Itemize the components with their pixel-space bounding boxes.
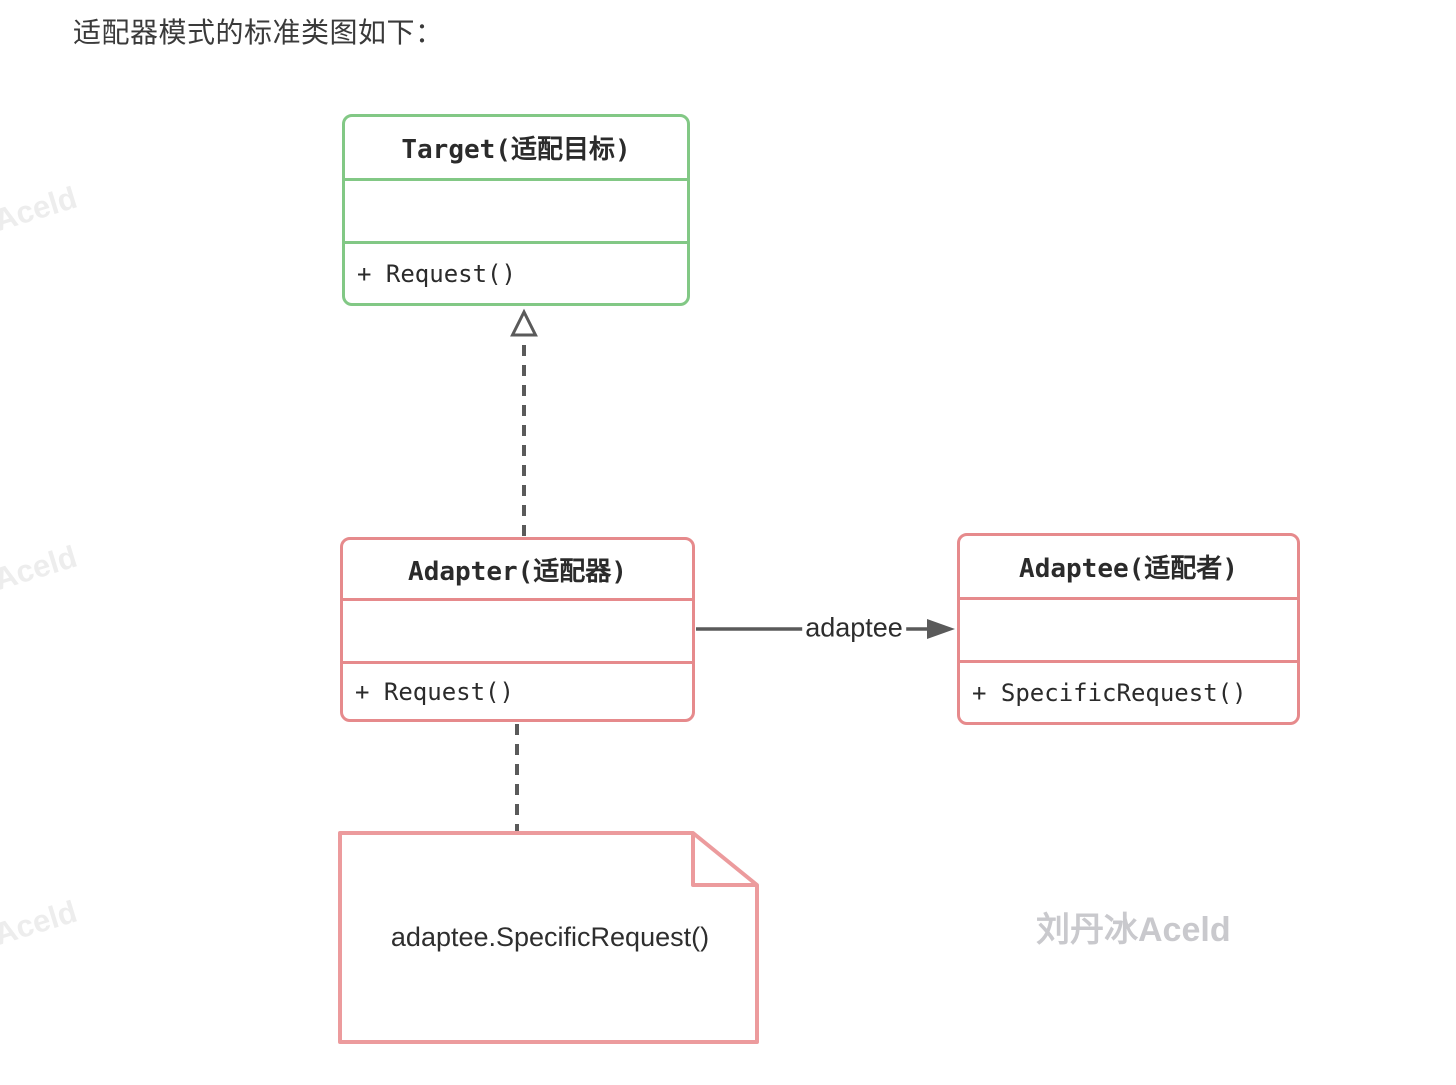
watermark-faint-bottom: 冰Aceld [0, 893, 81, 961]
class-target-method: + Request() [357, 259, 516, 288]
class-target-name: Target(适配目标) [401, 135, 631, 165]
association-arrowhead-icon [927, 619, 955, 639]
page-title: 适配器模式的标准类图如下： [73, 17, 444, 48]
class-adapter-name: Adapter(适配器) [408, 556, 627, 587]
watermark-faint-top: 冰Aceld [0, 179, 81, 247]
class-target: Target(适配目标) + Request() [342, 114, 690, 306]
class-adapter-method: + Request() [355, 677, 514, 706]
realization-hollow-arrowhead-icon [510, 308, 538, 337]
note-text: adaptee.SpecificRequest() [390, 922, 710, 952]
class-target-attributes [345, 178, 687, 244]
class-adapter: Adapter(适配器) + Request() [340, 537, 695, 722]
watermark-author: 刘丹冰Aceld [1036, 911, 1231, 949]
class-adaptee-method: + SpecificRequest() [972, 678, 1247, 707]
watermark-faint-middle: 冰Aceld [0, 538, 81, 606]
class-adaptee: Adaptee(适配者) + SpecificRequest() [957, 533, 1300, 725]
association-label: adaptee [802, 612, 906, 644]
class-adaptee-attributes [960, 597, 1297, 663]
class-adaptee-name: Adaptee(适配者) [1019, 554, 1238, 584]
class-adapter-attributes [343, 598, 692, 664]
